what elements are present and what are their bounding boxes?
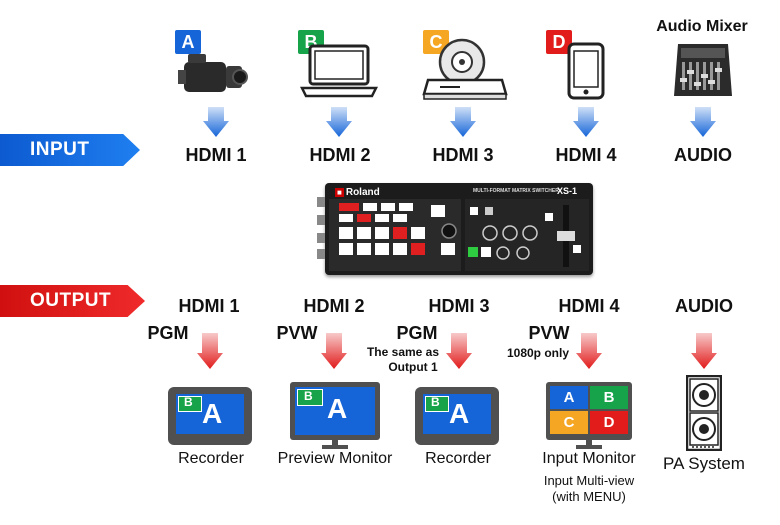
switcher-subtitle: MULTI-FORMAT MATRIX SWITCHER [473, 188, 559, 194]
input-label-audio: AUDIO [674, 145, 732, 165]
disc-player-icon [422, 38, 508, 100]
quad-a: A [550, 386, 588, 409]
audio-mixer-title: Audio Mixer [656, 18, 748, 35]
output-note-same-as: The same as [366, 345, 440, 359]
switcher-panel-icon [329, 199, 589, 271]
output-arrow-4-icon [576, 333, 602, 369]
matrix-switcher: ■Roland MULTI-FORMAT MATRIX SWITCHER XS-… [325, 183, 593, 275]
monitor-stand-icon [576, 440, 602, 449]
with-menu-note: (with MENU) [552, 489, 626, 504]
quad-screen: A B C D [550, 386, 628, 434]
output-signal-pvw-2: PVW [276, 323, 318, 343]
preview-monitor-device: B A [290, 382, 380, 440]
output-label-hdmi-1: HDMI 1 [178, 296, 240, 316]
pip-label: B [184, 395, 193, 409]
output-label-hdmi-2: HDMI 2 [303, 296, 365, 316]
camcorder-icon [178, 54, 248, 92]
recorder-2-screen: B A [423, 394, 491, 434]
input-monitor-device: A B C D [546, 382, 632, 440]
recorder-1-screen: B A [176, 394, 244, 434]
recorder-2-device: B A [415, 387, 499, 445]
pip-label: B [304, 389, 313, 403]
switcher-brand: ■Roland [335, 187, 380, 198]
pip-window [425, 396, 449, 412]
output-device-pa-system: PA System [663, 454, 745, 473]
quad-b-label: B [603, 389, 615, 406]
main-label: A [327, 393, 348, 424]
output-device-recorder-2: Recorder [425, 450, 491, 467]
laptop-icon [300, 44, 378, 98]
output-device-preview-monitor: Preview Monitor [277, 450, 393, 467]
input-label-hdmi-2: HDMI 2 [309, 145, 371, 165]
output-signal-pgm-1: PGM [147, 323, 189, 343]
output-arrow-audio-icon [691, 333, 717, 369]
output-arrow-3-icon [446, 333, 472, 369]
quad-d-label: D [603, 414, 615, 431]
output-banner: OUTPUT [0, 285, 145, 317]
output-note-output-1: Output 1 [388, 360, 438, 374]
pip-label: B [431, 395, 440, 409]
input-arrow-1-icon [203, 107, 229, 137]
monitor-stand-icon [322, 440, 348, 449]
output-label-hdmi-4: HDMI 4 [558, 296, 620, 316]
input-arrow-3-icon [450, 107, 476, 137]
speaker-icon [686, 375, 722, 451]
quad-d: D [590, 411, 628, 434]
output-device-input-monitor: Input Monitor [542, 450, 636, 467]
recorder-1-device: B A [168, 387, 252, 445]
input-banner: INPUT [0, 134, 140, 166]
output-label-hdmi-3: HDMI 3 [428, 296, 490, 316]
switcher-side-connectors-icon [317, 197, 325, 259]
quad-c-label: C [563, 414, 575, 431]
pip-window [297, 389, 323, 406]
output-label-audio: AUDIO [675, 296, 733, 316]
output-signal-pvw-4: PVW [528, 323, 570, 343]
output-signal-pgm-3: PGM [396, 323, 438, 343]
output-arrow-1-icon [197, 333, 223, 369]
input-multiview-note: Input Multi-view [543, 473, 635, 488]
pip-window [178, 396, 202, 412]
switcher-model: XS-1 [557, 186, 578, 196]
input-label-hdmi-4: HDMI 4 [555, 145, 617, 165]
output-arrow-2-icon [321, 333, 347, 369]
main-label: A [202, 398, 223, 429]
input-label-hdmi-1: HDMI 1 [185, 145, 247, 165]
input-label-hdmi-3: HDMI 3 [432, 145, 494, 165]
preview-monitor-screen: B A [295, 387, 375, 435]
audio-mixer-icon [674, 44, 732, 96]
input-banner-label: INPUT [30, 139, 90, 160]
input-arrow-audio-icon [690, 107, 716, 137]
quad-a-label: A [563, 389, 575, 406]
output-banner-label: OUTPUT [30, 290, 112, 311]
output-note-1080p: 1080p only [506, 346, 570, 360]
quad-b: B [590, 386, 628, 409]
input-arrow-4-icon [573, 107, 599, 137]
input-arrow-2-icon [326, 107, 352, 137]
quad-c: C [550, 411, 588, 434]
output-device-recorder-1: Recorder [178, 450, 244, 467]
switcher-brand-text: Roland [345, 187, 380, 198]
main-label: A [449, 398, 470, 429]
smartphone-icon [567, 42, 605, 100]
input-badge-a: A [175, 30, 201, 54]
